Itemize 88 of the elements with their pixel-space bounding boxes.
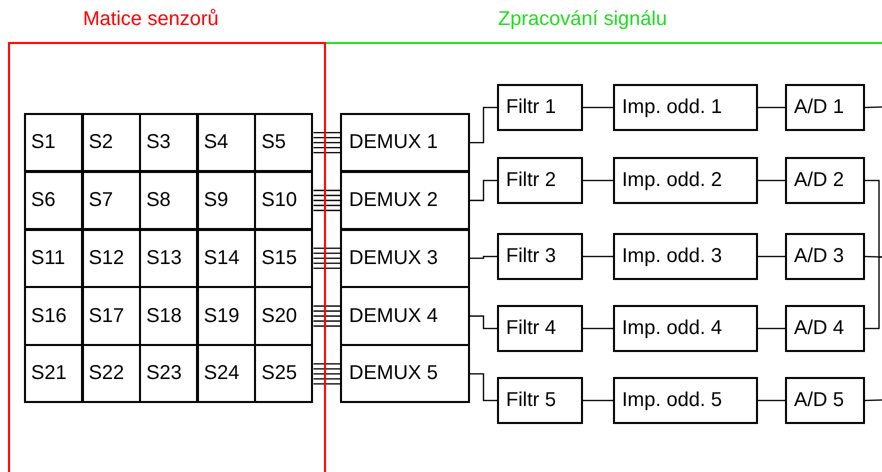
connector (314, 305, 340, 307)
demux-box: DEMUX 3 (340, 228, 470, 288)
filter-box: Filtr 1 (497, 84, 583, 131)
converter-box: A/D 2 (785, 157, 865, 204)
connector (314, 310, 340, 312)
connector (314, 200, 340, 202)
connector (470, 106, 497, 144)
connector (583, 400, 613, 402)
sensor-cell: S21 (24, 344, 84, 404)
connector (314, 210, 340, 212)
connector (865, 180, 882, 258)
connector (314, 258, 340, 259)
filter-box: Filtr 4 (497, 305, 583, 352)
connector (583, 256, 613, 258)
connector (314, 368, 340, 370)
demux-box: DEMUX 4 (340, 286, 470, 346)
isolator-box: Imp. odd. 2 (613, 157, 758, 204)
connector (470, 180, 497, 202)
connector (314, 262, 340, 264)
section-heading: Zpracování signálu (498, 8, 667, 31)
sensor-cell: S3 (139, 113, 198, 172)
connector (583, 106, 613, 108)
converter-box: A/D 1 (785, 84, 865, 131)
connector (758, 106, 785, 108)
connector (470, 373, 497, 402)
sensor-cell: S10 (254, 170, 314, 230)
demux-box: DEMUX 1 (340, 113, 470, 172)
connector (314, 137, 340, 138)
section-heading: Matice senzorů (83, 8, 219, 31)
sensor-cell: S6 (24, 170, 84, 230)
connector (758, 256, 785, 258)
connector (314, 363, 340, 364)
sensor-cell: S7 (82, 170, 141, 230)
connector (758, 328, 785, 330)
connector (314, 383, 340, 384)
sensor-cell: S4 (196, 113, 256, 172)
filter-box: Filtr 5 (497, 377, 583, 424)
sensor-cell: S5 (254, 113, 314, 172)
connector (314, 373, 340, 374)
sensor-cell: S15 (254, 228, 314, 288)
filter-box: Filtr 3 (497, 233, 583, 280)
connector (470, 315, 497, 330)
connector (314, 204, 340, 206)
sensor-cell: S22 (82, 344, 141, 404)
converter-box: A/D 4 (785, 305, 865, 352)
connector (314, 248, 340, 249)
connector (314, 378, 340, 380)
connector (470, 256, 497, 259)
connector (758, 180, 785, 182)
connector (864, 106, 882, 108)
sensor-cell: S23 (139, 344, 198, 404)
connector (314, 147, 340, 148)
sensor-cell: S16 (24, 286, 84, 346)
connector (583, 180, 613, 182)
connector (314, 320, 340, 322)
sensor-cell: S8 (139, 170, 198, 230)
sensor-cell: S2 (82, 113, 141, 172)
connector (758, 400, 785, 402)
connector (314, 268, 340, 269)
filter-box: Filtr 2 (497, 157, 583, 204)
connector (314, 315, 340, 317)
demux-box: DEMUX 5 (340, 344, 470, 404)
sensor-cell: S25 (254, 344, 314, 404)
connector (583, 328, 613, 330)
connector (314, 152, 340, 154)
converter-box: A/D 3 (785, 233, 865, 280)
sensor-cell: S1 (24, 113, 84, 172)
connector (314, 142, 340, 144)
sensor-cell: S24 (196, 344, 256, 404)
sensor-cell: S12 (82, 228, 141, 288)
converter-box: A/D 5 (785, 377, 865, 424)
connector (864, 256, 882, 258)
isolator-box: Imp. odd. 5 (613, 377, 758, 424)
connector (314, 190, 340, 192)
isolator-box: Imp. odd. 3 (613, 233, 758, 280)
sensor-cell: S14 (196, 228, 256, 288)
isolator-box: Imp. odd. 4 (613, 305, 758, 352)
demux-box: DEMUX 2 (340, 170, 470, 230)
connector (314, 132, 340, 134)
connector (864, 399, 882, 402)
sensor-cell: S9 (196, 170, 256, 230)
connector (314, 252, 340, 254)
connector (314, 194, 340, 196)
isolator-box: Imp. odd. 1 (613, 84, 758, 131)
sensor-cell: S11 (24, 228, 84, 288)
sensor-cell: S13 (139, 228, 198, 288)
connector (314, 325, 340, 327)
connector (865, 256, 882, 330)
